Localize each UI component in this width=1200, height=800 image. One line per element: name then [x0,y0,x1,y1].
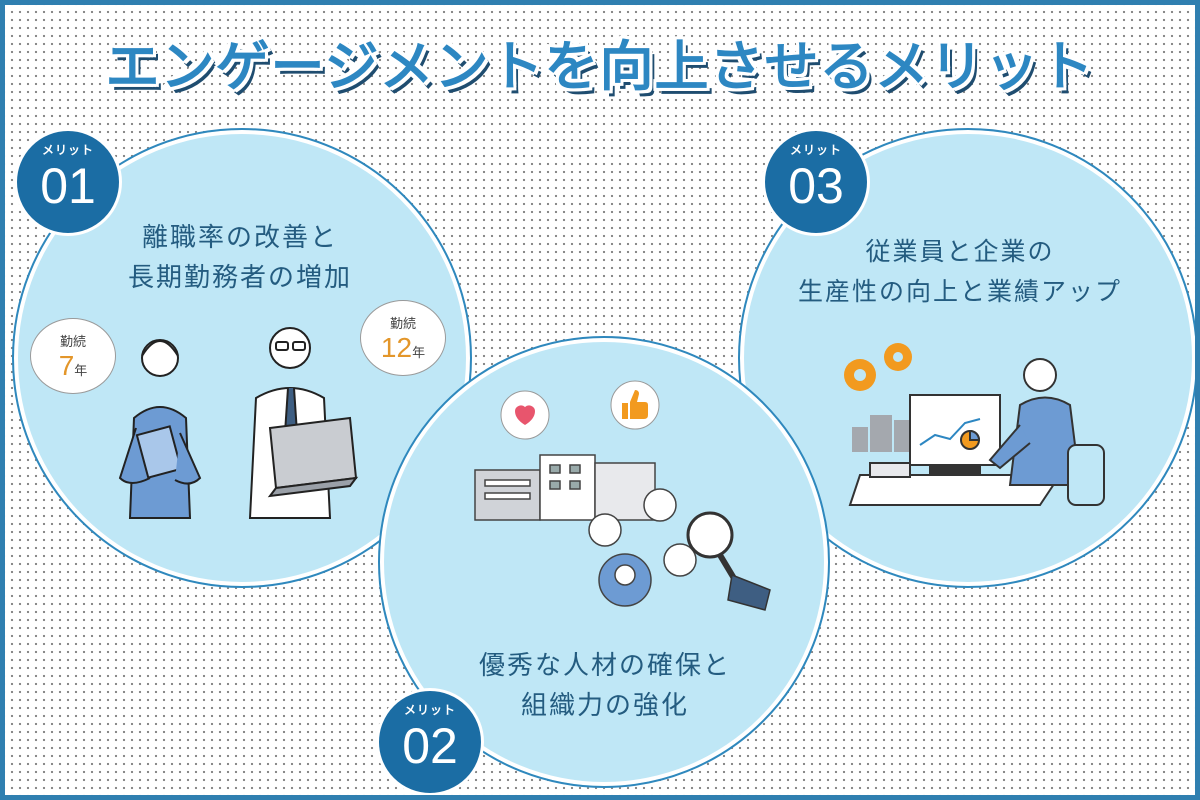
merit-02-line2: 組織力の強化 [520,691,689,721]
page-title: エンゲージメントを向上させるメリット [105,35,1095,98]
city-skyline-icon [852,415,912,452]
office-buildings-icon [474,454,656,521]
badge-label: メリット [41,143,94,157]
merit-03-text: 従業員と企業の 生産性の向上と業績アップ [760,232,1160,312]
tenure-unit: 年 [74,364,88,379]
workers-illustration [118,327,359,519]
woman-at-desk-icon [988,358,1105,506]
merit-01-text: 離職率の改善と 長期勤務者の増加 [60,218,420,298]
recruitment-illustration [474,380,771,611]
badge-number: 03 [788,158,844,214]
merit-03-line2: 生産性の向上と業績アップ [797,277,1122,306]
candidate-avatar-icons [588,488,697,607]
merit-badge-03: メリット 03 [762,128,870,236]
merit-02-line1: 優秀な人材の確保と [478,651,731,681]
merit-03-line1: 従業員と企業の [865,237,1055,266]
merit-badge-02: メリット 02 [376,688,484,796]
tenure-bubble-7: 勤続 7年 [30,318,116,394]
tenure-years: 7 [58,350,75,381]
office-worker-illustration [844,343,1105,506]
badge-label: メリット [403,703,456,717]
desk-icon [848,462,1062,506]
man-employee-icon [248,327,359,519]
tenure-unit: 年 [412,346,426,361]
woman-employee-icon [118,339,202,519]
gear-icon [844,343,912,391]
merit-01-line1: 離職率の改善と [141,223,338,253]
tenure-label: 勤続 [59,335,86,350]
badge-label: メリット [789,143,842,157]
badge-number: 01 [40,158,96,214]
tenure-bubble-12: 勤続 12年 [360,300,446,376]
magnifier-icon [686,511,771,611]
computer-monitor-icon [909,394,1001,474]
tenure-label: 勤続 [389,317,416,332]
merit-02-text: 優秀な人材の確保と 組織力の強化 [420,646,790,726]
tenure-years: 12 [380,332,413,363]
heart-bubble-icon [500,390,550,440]
thumbs-up-bubble-icon [610,380,660,430]
badge-number: 02 [402,718,458,774]
merit-badge-01: メリット 01 [14,128,122,236]
merit-01-line2: 長期勤務者の増加 [127,263,352,293]
